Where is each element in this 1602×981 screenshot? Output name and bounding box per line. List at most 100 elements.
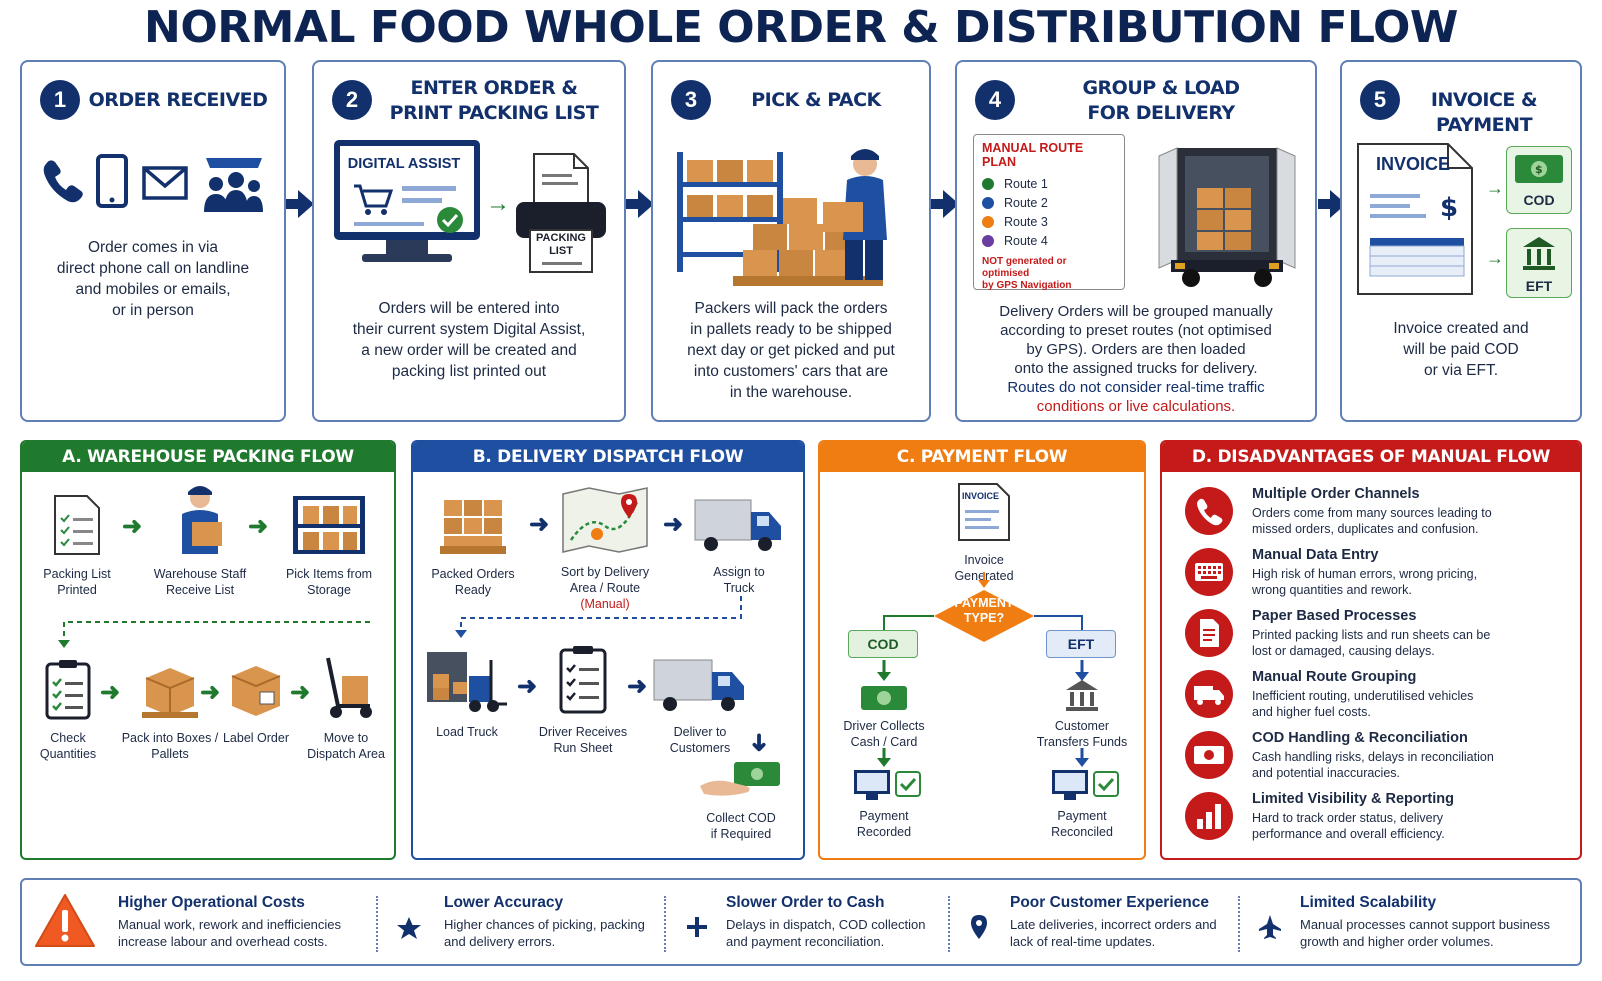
- route-plan-title: MANUAL ROUTE PLAN: [982, 141, 1084, 169]
- impact-item: Lower Accuracy Higher chances of picking…: [382, 880, 662, 964]
- node-label-order: Label Order: [218, 664, 294, 746]
- route-dot-icon: [982, 216, 994, 228]
- map-icon: [562, 487, 648, 553]
- cross-icon: [687, 917, 707, 937]
- phone-icon: [43, 160, 83, 203]
- disadvantage-description: Cash handling risks, delays in reconcili…: [1252, 750, 1494, 780]
- cash-icon: [861, 686, 907, 710]
- pin-icon: [971, 915, 987, 939]
- email-icon: [142, 166, 188, 200]
- divider: [948, 896, 950, 952]
- arrow-icon: →: [1486, 248, 1504, 268]
- divider: [1238, 896, 1240, 952]
- panel-title: D. DISADVANTAGES OF MANUAL FLOW: [1162, 442, 1580, 472]
- bank-icon: [1523, 237, 1555, 270]
- cod-label: COD: [1523, 192, 1555, 208]
- monitor-check-icon: [1052, 770, 1119, 800]
- disadvantage-description: Orders come from many sources leading to…: [1252, 506, 1492, 536]
- arrow-icon: ➜: [100, 679, 121, 706]
- panel-title: B. DELIVERY DISPATCH FLOW: [413, 442, 803, 472]
- disadvantage-description: Printed packing lists and run sheets can…: [1252, 628, 1491, 658]
- clipboard-icon: [559, 646, 607, 714]
- arrow-icon: ➜: [529, 511, 550, 538]
- truck-icon: [694, 499, 781, 551]
- arrow-icon: ➜: [663, 511, 684, 538]
- step-title: ENTER ORDER &PRINT PACKING LIST: [389, 77, 599, 124]
- impact-item: Higher Operational Costs Manual work, re…: [22, 880, 382, 964]
- route-item: Route 3: [982, 215, 1116, 229]
- eft-box: EFT: [1506, 228, 1572, 298]
- panel-title: C. PAYMENT FLOW: [820, 442, 1144, 472]
- manual-note: (Manual): [580, 597, 630, 611]
- in-person-icon: [204, 158, 263, 212]
- disadvantage-title: Limited Visibility & Reporting: [1252, 791, 1454, 807]
- route-label: Route 3: [1004, 215, 1048, 229]
- eft-option: EFT: [1046, 630, 1116, 658]
- checklist-icon: [54, 495, 100, 555]
- disadvantage-title: Paper Based Processes: [1252, 608, 1417, 624]
- truck-icon: [1185, 670, 1233, 718]
- worker-icon: [823, 149, 887, 280]
- cash-icon: $: [1515, 155, 1563, 183]
- flow-arrow: [626, 190, 654, 218]
- step-invoice-payment: 5 INVOICE & PAYMENT $ INVOICE → → $ COD …: [1340, 60, 1582, 422]
- invoice-icon-label: INVOICE: [962, 491, 1000, 501]
- divider: [376, 896, 378, 952]
- disadvantage-description: Inefficient routing, underutilised vehic…: [1252, 689, 1474, 719]
- divider: [664, 896, 666, 952]
- step-number: 3: [671, 80, 711, 120]
- hand-cash-icon: [700, 762, 780, 796]
- connector-dashed: [455, 596, 742, 638]
- step-title: PICK & PACK: [751, 89, 881, 111]
- pallet-boxes-icon: [440, 500, 506, 554]
- eft-label: EFT: [1525, 278, 1553, 294]
- plane-icon: [1259, 915, 1281, 939]
- bank-icon: [1066, 680, 1098, 711]
- monitor-check-icon: [854, 770, 921, 800]
- route-label: Route 1: [1004, 177, 1048, 191]
- arrow-icon: ➜: [517, 673, 538, 700]
- arrow-icon: ➜: [745, 732, 773, 753]
- step-number: 4: [975, 80, 1015, 120]
- panel-payment-flow: C. PAYMENT FLOW INVOICE InvoiceGenerated…: [818, 440, 1146, 860]
- pallet-icon: [733, 198, 883, 286]
- cod-option: COD: [848, 630, 918, 658]
- keyboard-icon: [1185, 548, 1233, 596]
- box-pallet-icon: [142, 668, 198, 718]
- arrow-icon: ➜: [122, 513, 143, 540]
- hand-truck-icon: [326, 657, 372, 718]
- impact-item: Limited Scalability Manual processes can…: [1244, 880, 1580, 964]
- route-item: Route 1: [982, 177, 1116, 191]
- impact-item: Poor Customer Experience Late deliveries…: [954, 880, 1244, 964]
- forklift-truck-icon: [427, 652, 507, 712]
- star-icon: [397, 917, 421, 939]
- disadvantage-title: COD Handling & Reconciliation: [1252, 730, 1468, 746]
- phone-icon: [1185, 487, 1233, 535]
- order-channels-icons: [43, 154, 263, 212]
- impact-summary-bar: Higher Operational Costs Manual work, re…: [20, 878, 1582, 966]
- shelf-icon: [293, 496, 365, 554]
- arrow-icon: ➜: [290, 679, 311, 706]
- arrow-icon: →: [1486, 178, 1504, 198]
- panel-title: A. WAREHOUSE PACKING FLOW: [22, 442, 394, 472]
- node-pack-boxes: Pack into Boxes /Pallets: [118, 664, 222, 762]
- arrow-icon: →: [486, 190, 510, 217]
